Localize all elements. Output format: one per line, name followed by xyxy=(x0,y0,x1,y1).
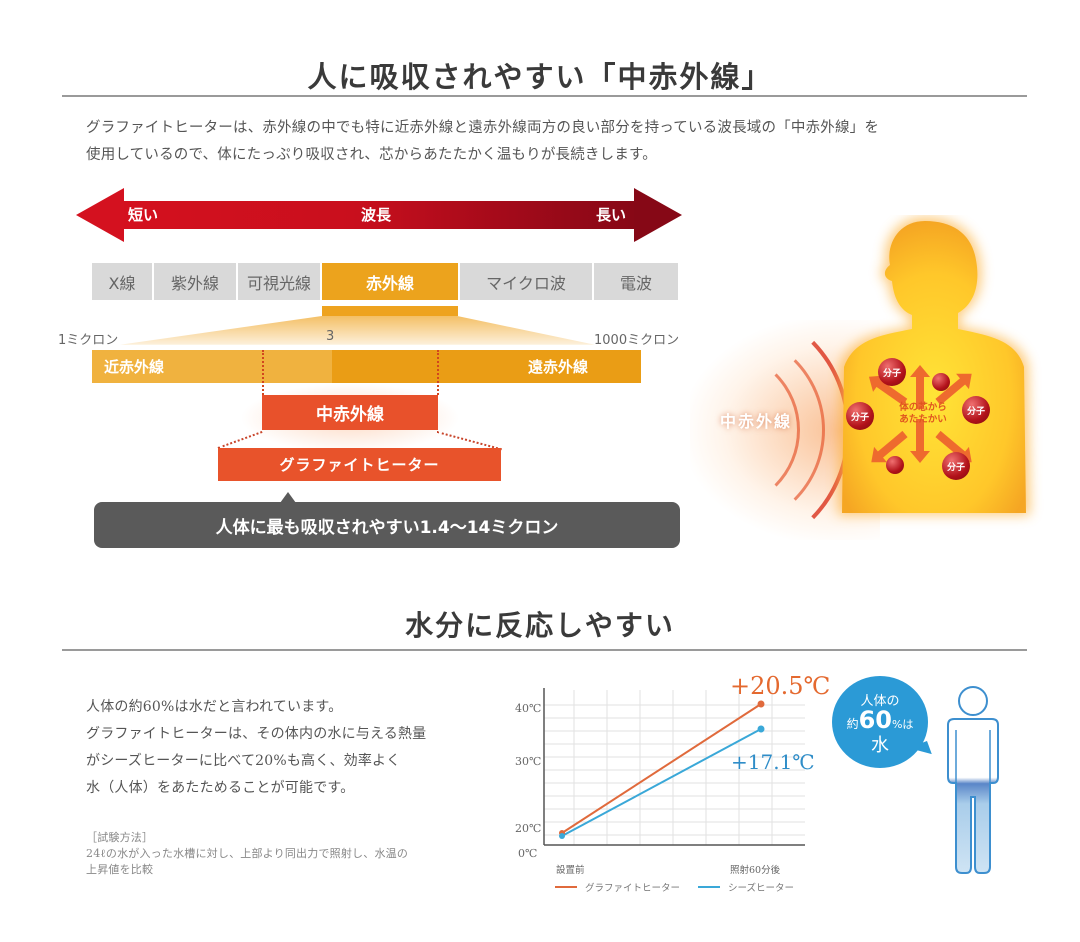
paragraph-line: 人体の約60%は水だと言われています。 xyxy=(86,699,343,715)
test-method-line: 上昇値を比較 xyxy=(86,863,154,876)
graphite-delta: +20.5℃ xyxy=(730,672,831,700)
molecule-icon: 分子 xyxy=(846,402,874,430)
body-ray-label: 中赤外線 xyxy=(720,412,793,431)
paragraph-line: グラファイトヒーターは、その体内の水に与える熱量 xyxy=(86,726,427,742)
band-visible: 可視光線 xyxy=(238,263,322,300)
y-tick-30: 30℃ xyxy=(515,755,542,768)
human-body-silhouette-icon xyxy=(838,217,1030,515)
near-ir-label: 近赤外線 xyxy=(104,358,165,376)
infrared-connector xyxy=(322,306,458,316)
arrow-shaft xyxy=(122,201,636,229)
scale-min-label: 1ミクロン xyxy=(58,333,119,348)
graphite-heater-box: グラファイトヒーター xyxy=(218,448,501,481)
mid-ir-right-marker xyxy=(437,350,439,395)
chart-legend: グラファイトヒーター シーズヒーター xyxy=(555,880,794,894)
band-xray: X線 xyxy=(92,263,154,300)
test-method-heading: ［試験方法］ xyxy=(86,831,154,844)
mid-ir-left-marker xyxy=(262,350,264,395)
infrared-zoom-fan xyxy=(120,316,595,345)
sheathed-delta: +17.1℃ xyxy=(731,750,815,774)
section-divider xyxy=(62,649,1027,651)
band-radio: 電波 xyxy=(594,263,678,300)
far-ir-segment xyxy=(332,350,641,383)
scale-mid-label: 3 xyxy=(326,329,335,344)
infrared-range-bar xyxy=(92,350,641,383)
arrow-left-head-icon xyxy=(76,188,124,242)
molecule-icon: 分子 xyxy=(942,452,970,480)
wavelength-label: 波長 xyxy=(361,206,392,224)
water-percentage-bubble: 人体の 約60%は 水 xyxy=(832,676,928,768)
water-paragraph: 人体の約60%は水だと言われています。 グラファイトヒーターは、その体内の水に与… xyxy=(86,694,426,802)
far-ir-label: 遠赤外線 xyxy=(528,358,589,376)
y-tick-40: 40℃ xyxy=(515,702,542,715)
intro-line-2: 使用しているので、体にたっぷり吸収され、芯からあたたかく温もりが長続きします。 xyxy=(86,147,657,163)
legend-sheathed: シーズヒーター xyxy=(698,880,794,894)
band-microwave: マイクロ波 xyxy=(460,263,594,300)
y-tick-20: 20℃ xyxy=(515,822,542,835)
core-warmth-text: 体の芯から あたたかい xyxy=(888,402,958,426)
bubble-line-2: 約60%は xyxy=(832,706,928,736)
spectrum-band: X線 紫外線 可視光線 赤外線 マイクロ波 電波 xyxy=(92,263,678,300)
test-method: ［試験方法］ 24ℓの水が入った水槽に対し、上部より同出力で照射し、水温の 上昇… xyxy=(86,830,408,878)
legend-label: シーズヒーター xyxy=(728,883,795,894)
section-title-water: 水分に反応しやすい xyxy=(405,609,675,642)
bubble-line-3: 水 xyxy=(871,735,889,756)
bubble-suffix: %は xyxy=(891,718,914,731)
paragraph-line: がシーズヒーターに比べて20%も高く、効率よく xyxy=(86,753,401,769)
section-title-mid-infrared: 人に吸収されやすい「中赤外線」 xyxy=(307,60,773,94)
bubble-prefix: 約 xyxy=(846,717,859,731)
band-infrared: 赤外線 xyxy=(322,263,460,300)
molecule-small-icon xyxy=(932,373,950,391)
wavelength-arrow: 短い 波長 長い xyxy=(76,188,682,242)
paragraph-line: 水（人体）をあたためることが可能です。 xyxy=(86,780,355,796)
intro-line-1: グラファイトヒーターは、赤外線の中でも特に近赤外線と遠赤外線両方の良い部分を持っ… xyxy=(86,120,880,136)
temperature-line-chart xyxy=(543,688,805,846)
water-body-figure-icon xyxy=(947,686,999,874)
core-text-line-1: 体の芯から xyxy=(899,402,947,413)
mid-ir-box: 中赤外線 xyxy=(262,395,438,430)
molecule-icon: 分子 xyxy=(962,396,990,424)
test-method-line: 24ℓの水が入った水槽に対し、上部より同出力で照射し、水温の xyxy=(86,847,409,860)
x-label-before: 設置前 xyxy=(556,865,585,876)
near-ir-segment xyxy=(92,350,332,383)
long-label: 長い xyxy=(596,206,627,224)
band-ultraviolet: 紫外線 xyxy=(154,263,238,300)
short-label: 短い xyxy=(128,206,159,224)
bubble-line-1: 人体の xyxy=(860,694,900,709)
absorption-callout: 人体に最も吸収されやすい1.4〜14ミクロン xyxy=(94,502,680,548)
core-text-line-2: あたたかい xyxy=(899,414,947,425)
y-tick-0: 0℃ xyxy=(518,847,538,860)
callout-pointer-icon xyxy=(280,492,296,503)
legend-swatch-orange-icon xyxy=(555,886,577,888)
section-divider xyxy=(62,95,1027,97)
bubble-number: 60 xyxy=(858,706,892,734)
molecule-small-icon xyxy=(886,456,904,474)
legend-label: グラファイトヒーター xyxy=(585,883,681,894)
arrow-right-head-icon xyxy=(634,188,682,242)
x-label-after: 照射60分後 xyxy=(730,865,781,876)
legend-graphite: グラファイトヒーター xyxy=(555,880,680,894)
molecule-icon: 分子 xyxy=(878,358,906,386)
legend-swatch-blue-icon xyxy=(698,886,721,888)
